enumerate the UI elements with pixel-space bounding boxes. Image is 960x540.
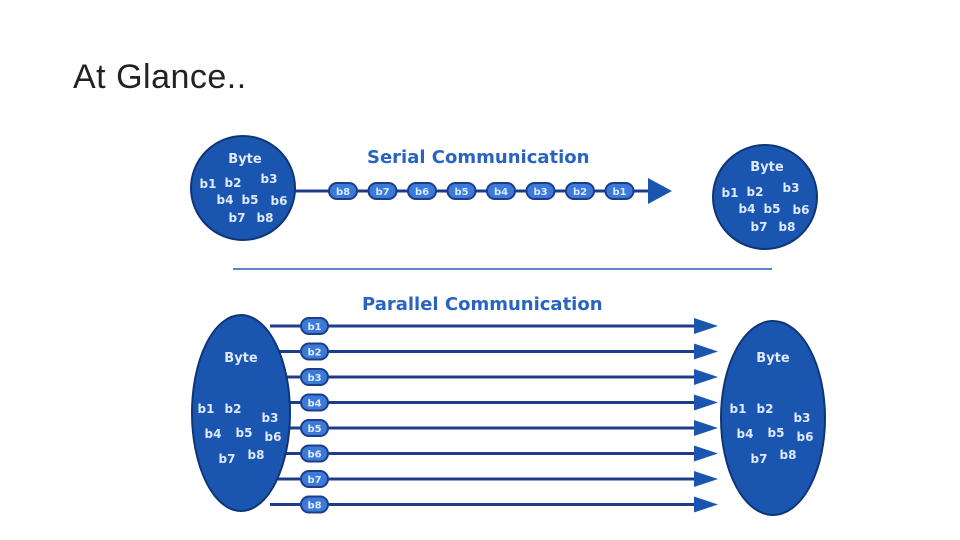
- parallel-line: b4: [270, 393, 718, 412]
- parallel-line-label: b6: [307, 450, 321, 461]
- parallel-receiver-byte: Byte b1 b2 b3 b4 b5 b6 b7 b8: [720, 320, 826, 516]
- serial-receiver-byte: Byte b1 b2 b3 b4 b5 b6 b7 b8: [712, 144, 818, 250]
- parallel-receiver-bit-6: b6: [797, 430, 814, 444]
- parallel-sender-bit-2: b2: [225, 402, 242, 416]
- parallel-line-label: b2: [307, 348, 321, 359]
- serial-receiver-bit-6: b6: [793, 203, 810, 217]
- parallel-section: Parallel Communication b1b2b3b4b5b6b7b8 …: [191, 294, 826, 516]
- serial-bead: b1: [604, 182, 635, 200]
- parallel-line: b5: [270, 419, 718, 437]
- parallel-line-label: b5: [307, 424, 321, 435]
- parallel-receiver-bit-3: b3: [794, 411, 811, 425]
- serial-section: Serial Communication b8 b7 b6 b5 b4 b3 b2 b1 By…: [190, 135, 818, 250]
- serial-receiver-title: Byte: [750, 160, 784, 175]
- parallel-sender-bit-7: b7: [219, 452, 236, 466]
- serial-sender-bit-6: b6: [271, 194, 288, 208]
- serial-sender-bit-1: b1: [200, 177, 217, 191]
- serial-beads: b8 b7 b6 b5 b4 b3 b2 b1: [328, 182, 635, 200]
- serial-sender-bit-5: b5: [242, 193, 259, 207]
- parallel-line-label: b7: [307, 475, 321, 486]
- parallel-line: b2: [270, 342, 718, 361]
- parallel-receiver-bit-7: b7: [751, 452, 768, 466]
- parallel-lines: b1 b2 b3 b4 b5 b6 b7 b8: [270, 317, 718, 514]
- serial-receiver-bit-5: b5: [764, 202, 781, 216]
- parallel-sender-bit-5: b5: [236, 426, 253, 440]
- serial-receiver-bit-3: b3: [783, 181, 800, 195]
- serial-sender-byte: Byte b1 b2 b3 b4 b5 b6 b7 b8: [190, 135, 296, 241]
- parallel-receiver-title: Byte: [756, 351, 790, 366]
- parallel-line-label: b8: [307, 501, 321, 512]
- serial-sender-title: Byte: [228, 152, 262, 167]
- serial-bead-label: b6: [415, 187, 429, 198]
- serial-receiver-bit-4: b4: [739, 202, 756, 216]
- serial-bead-label: b4: [494, 187, 508, 198]
- serial-receiver-bit-1: b1: [722, 186, 739, 200]
- serial-receiver-bit-7: b7: [751, 220, 768, 234]
- serial-sender-bit-2: b2: [225, 176, 242, 190]
- parallel-heading: Parallel Communication: [362, 294, 603, 315]
- serial-bead-label: b7: [375, 187, 389, 198]
- serial-receiver-bit-2: b2: [747, 185, 764, 199]
- serial-bead: b7: [367, 182, 398, 200]
- parallel-sender-bit-6: b6: [265, 430, 282, 444]
- parallel-sender-bit-8: b8: [248, 448, 265, 462]
- serial-sender-bit-7: b7: [229, 211, 246, 225]
- serial-bead-label: b2: [573, 187, 587, 198]
- parallel-receiver-bit-4: b4: [737, 427, 754, 441]
- serial-heading: Serial Communication: [367, 147, 589, 168]
- serial-bead: b3: [525, 182, 556, 200]
- parallel-sender-byte: Byte b1 b2 b3 b4 b5 b6 b7 b8: [191, 314, 291, 512]
- serial-sender-bit-8: b8: [257, 211, 274, 225]
- parallel-line: b8: [270, 495, 718, 514]
- serial-bead: b4: [486, 182, 516, 200]
- serial-sender-bit-4: b4: [217, 193, 234, 207]
- serial-sender-bit-3: b3: [261, 172, 278, 186]
- slide-title: At Glance..: [73, 58, 247, 96]
- parallel-sender-bit-3: b3: [262, 411, 279, 425]
- parallel-line: b3: [270, 368, 718, 386]
- parallel-line: b1: [270, 317, 718, 335]
- serial-receiver-bit-8: b8: [779, 220, 796, 234]
- serial-bead-label: b3: [533, 187, 547, 198]
- serial-bead-label: b5: [454, 187, 468, 198]
- parallel-receiver-bit-2: b2: [757, 402, 774, 416]
- serial-bead: b8: [328, 182, 358, 200]
- parallel-sender-bit-4: b4: [205, 427, 222, 441]
- parallel-receiver-bit-1: b1: [730, 402, 747, 416]
- parallel-sender-title: Byte: [224, 351, 258, 366]
- parallel-receiver-bit-5: b5: [768, 426, 785, 440]
- parallel-line-label: b3: [307, 373, 321, 384]
- parallel-receiver-bit-8: b8: [780, 448, 797, 462]
- parallel-line-label: b1: [307, 322, 321, 333]
- serial-bead: b6: [407, 182, 437, 200]
- serial-bead: b5: [446, 182, 477, 200]
- parallel-line: b6: [270, 444, 718, 463]
- parallel-line-label: b4: [307, 399, 321, 410]
- parallel-sender-bit-1: b1: [198, 402, 215, 416]
- parallel-line: b7: [270, 470, 718, 488]
- serial-bead: b2: [565, 182, 595, 200]
- serial-bead-label: b1: [612, 187, 626, 198]
- serial-arrowhead: [648, 178, 672, 204]
- serial-bead-label: b8: [336, 187, 350, 198]
